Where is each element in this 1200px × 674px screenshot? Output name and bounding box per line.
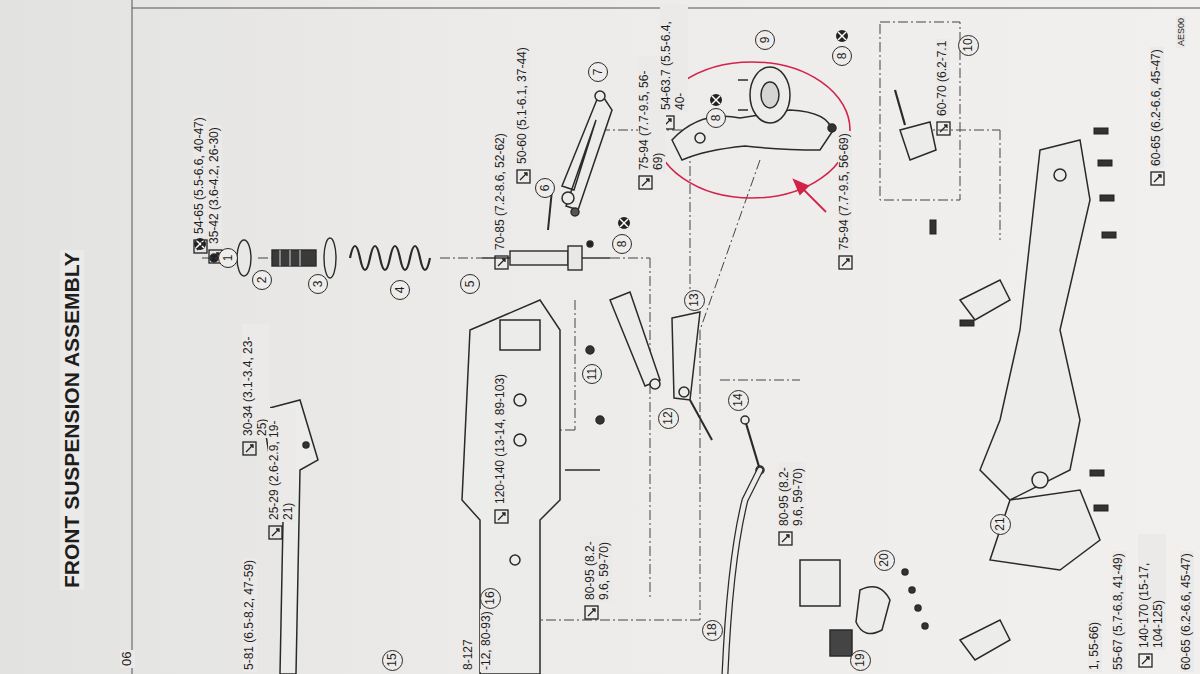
page-mark: 06 xyxy=(120,650,135,668)
callout-number: 6 xyxy=(535,178,555,198)
callout-number: 1 xyxy=(218,248,238,268)
stabilizer-bar xyxy=(725,470,928,674)
callout-text: 16 xyxy=(484,591,496,604)
torque-spec: -12, 80-93) xyxy=(480,609,494,672)
callout-text: 20 xyxy=(878,553,890,566)
callout-text: 3 xyxy=(312,281,324,288)
callout-text: 10 xyxy=(962,38,974,51)
callout-number: 8 xyxy=(612,234,632,254)
torque-icon xyxy=(495,510,508,523)
callout-text: 13 xyxy=(688,293,700,306)
torque-icon xyxy=(937,122,950,135)
torque-icon xyxy=(269,526,282,539)
assembly-line xyxy=(200,22,1000,620)
bracket xyxy=(895,90,936,160)
torque-icon xyxy=(1151,172,1164,185)
callout-text: 8 xyxy=(616,241,628,248)
callout-number: 5 xyxy=(460,274,480,294)
callout-text: 8 xyxy=(836,53,848,60)
callout-number: 15 xyxy=(382,650,403,671)
callout-text: 11 xyxy=(586,368,598,380)
torque-spec: 60-70 (6.2-7.1 xyxy=(936,39,950,118)
callout-number: 2 xyxy=(252,270,272,290)
callout-number: 4 xyxy=(390,280,410,300)
torque-icon xyxy=(779,532,792,545)
subframe xyxy=(960,140,1100,660)
torque-spec: 80-95 (8.2-9.6, 59-70) xyxy=(778,462,806,528)
torque-icon xyxy=(243,442,256,455)
callout-number: 10 xyxy=(958,35,979,56)
torque-spec: 8-127 xyxy=(462,637,476,672)
torque-spec: 120-140 (13-14, 89-103) xyxy=(494,372,508,506)
torque-spec: 50-60 (5.1-6.1, 37-44) xyxy=(516,45,530,166)
callout-text: 2 xyxy=(256,277,268,284)
callout-number: 9 xyxy=(755,30,775,50)
torque-spec: 80-95 (8.2-9.6, 59-70) xyxy=(584,536,612,602)
torque-icon xyxy=(1139,654,1152,667)
callout-number: 11 xyxy=(582,364,602,384)
callout-text: 12 xyxy=(662,411,674,424)
callout-number: 19 xyxy=(850,650,871,671)
callout-number: 12 xyxy=(658,408,679,429)
crossmember xyxy=(462,300,604,674)
callout-text: 5 xyxy=(464,281,476,288)
callout-text: 4 xyxy=(394,287,406,294)
callout-text: 1 xyxy=(222,255,234,262)
callout-text: 9 xyxy=(759,37,771,44)
callout-text: 7 xyxy=(592,69,604,76)
callout-text: 19 xyxy=(854,653,866,666)
callout-number: 18 xyxy=(702,620,723,641)
torque-spec: 75-94 (7.7-9.5, 56-69) xyxy=(838,131,852,252)
torque-icon xyxy=(517,170,530,183)
strut-assembly xyxy=(210,238,610,278)
torque-spec: 35-42 (3.6-4.2, 26-30) xyxy=(208,125,222,246)
bolt xyxy=(930,128,1116,511)
torque-icon xyxy=(639,176,652,189)
callout-number: 3 xyxy=(308,274,328,294)
callout-text: 18 xyxy=(706,623,718,636)
strut-bar xyxy=(262,400,318,674)
torque-icon xyxy=(585,606,598,619)
torque-icon xyxy=(194,240,207,253)
callout-text: 6 xyxy=(539,185,551,192)
torque-spec: 54-65 (5.5-6.6, 40-47) xyxy=(193,115,207,236)
callout-number: 14 xyxy=(728,390,749,411)
torque-spec: 30-34 (3.1-3.4, 23-25) xyxy=(242,324,270,438)
highlight-arrow xyxy=(794,180,826,212)
callout-number: 8 xyxy=(832,46,852,66)
upper-arm xyxy=(548,91,612,230)
page-title: FRONT SUSPENSION ASSEMBLY xyxy=(60,250,84,590)
torque-spec: 60-65 (6.2-6.6, 45-47) xyxy=(1150,47,1164,168)
page-frame xyxy=(132,0,1200,674)
torque-spec: 140-170 (15-17, 104-125) xyxy=(1138,534,1166,650)
torque-icon xyxy=(495,256,508,269)
torque-spec: 70-85 (7.2-8.6, 52-62) xyxy=(494,131,508,252)
callout-text: 8 xyxy=(710,115,722,122)
page-mark: AES00 xyxy=(1176,16,1186,48)
callout-number: 21 xyxy=(990,514,1011,535)
steering-knuckle xyxy=(672,67,836,160)
callout-number: 7 xyxy=(588,62,608,82)
torque-spec: 60-65 (6.2-6.6, 45-47) xyxy=(1180,551,1194,672)
torque-spec: 1, 55-66) xyxy=(1088,620,1102,672)
torque-spec: 25-29 (2.6-2.9, 19-21) xyxy=(268,408,296,522)
callout-text: 15 xyxy=(386,653,398,666)
callout-number: 16 xyxy=(480,588,501,609)
callout-number: 13 xyxy=(684,290,705,311)
torque-marker xyxy=(194,30,848,250)
torque-spec: 55-67 (5.7-6.8, 41-49) xyxy=(1112,551,1126,672)
torque-spec: 54-63.7 (5.5-6.4, 40- xyxy=(660,4,688,112)
callout-text: 14 xyxy=(732,393,744,406)
callout-number: 8 xyxy=(706,108,726,128)
torque-icon xyxy=(839,256,852,269)
torque-spec: 5-81 (6.5-8.2, 47-59) xyxy=(243,558,257,672)
callout-text: 21 xyxy=(994,517,1006,530)
lower-arm xyxy=(610,292,764,474)
callout-number: 20 xyxy=(874,550,895,571)
